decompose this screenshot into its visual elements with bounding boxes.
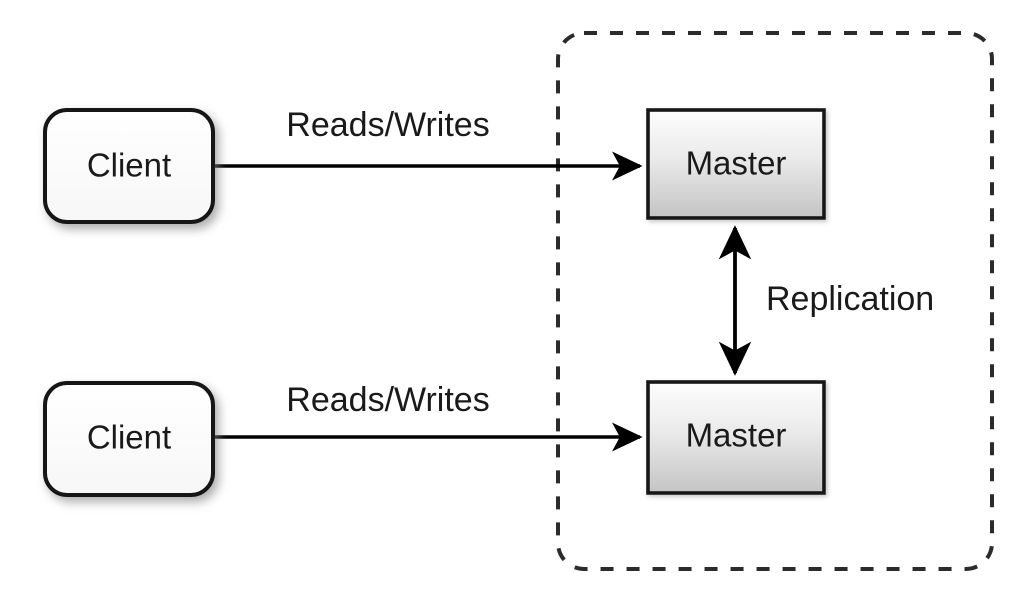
node-label-master-bottom: Master bbox=[686, 417, 787, 454]
edge-replication: Replication bbox=[718, 225, 934, 376]
node-label-client-bottom: Client bbox=[87, 419, 171, 456]
master-top-shape[interactable] bbox=[646, 108, 826, 220]
edge-label-replication: Replication bbox=[766, 280, 934, 318]
edge-reads-writes-bottom: Reads/Writes bbox=[213, 381, 643, 452]
edge-label-reads-writes-bottom: Reads/Writes bbox=[286, 381, 489, 419]
node-master-bottom[interactable]: Master bbox=[646, 380, 826, 495]
edge-label-reads-writes-top: Reads/Writes bbox=[286, 106, 489, 144]
node-client-bottom[interactable]: Client bbox=[43, 381, 215, 497]
replication-cluster-boundary bbox=[556, 31, 994, 571]
client-bottom-shape[interactable] bbox=[43, 381, 215, 497]
node-label-client-top: Client bbox=[87, 147, 171, 184]
master-bottom-shape[interactable] bbox=[646, 380, 826, 495]
node-label-master-top: Master bbox=[686, 145, 787, 182]
node-master-top[interactable]: Master bbox=[646, 108, 826, 220]
edge-reads-writes-top: Reads/Writes bbox=[213, 106, 643, 181]
node-client-top[interactable]: Client bbox=[43, 108, 215, 224]
client-top-shape[interactable] bbox=[43, 108, 215, 224]
